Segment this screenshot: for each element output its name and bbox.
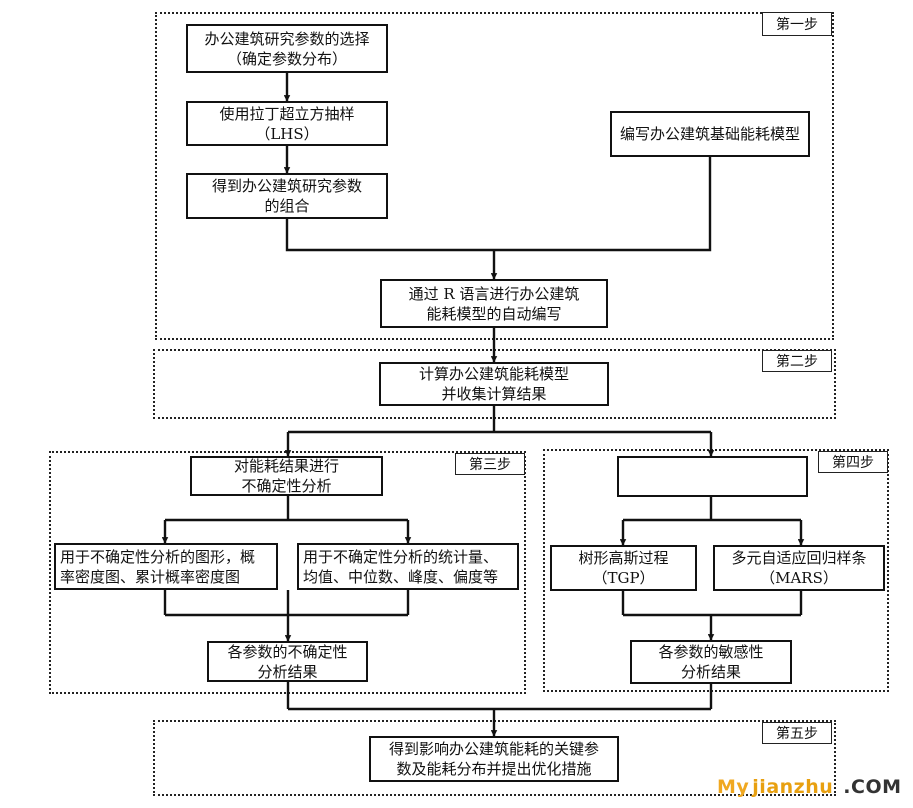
stats-line1: 用于不确定性分析的统计量、 — [303, 547, 499, 566]
mars-line2: （MARS） — [760, 569, 838, 587]
uncertainty-result-box: 各参数的不确定性 分析结果 — [207, 641, 368, 682]
lhs-box: 使用拉丁超立方抽样 （LHS） — [186, 101, 388, 146]
final-box: 得到影响办公建筑能耗的关键参 数及能耗分布并提出优化措施 — [369, 736, 619, 782]
line-basemodel-merge — [494, 157, 712, 252]
step5-tag: 第五步 — [762, 722, 832, 744]
r-auto-box: 通过 R 语言进行办公建筑 能耗模型的自动编写 — [380, 279, 608, 328]
uncertainty-line2: 不确定性分析 — [241, 477, 332, 495]
stats-box: 用于不确定性分析的统计量、 均值、中位数、峰度、偏度等 — [297, 543, 519, 590]
sensitivity-blank-box — [617, 456, 808, 497]
step1-tag: 第一步 — [762, 12, 832, 36]
lhs-line2: （LHS） — [255, 124, 319, 143]
watermark-part2: jianzhu — [752, 776, 834, 798]
param-select-line1: 办公建筑研究参数的选择 — [204, 29, 370, 48]
compute-line2: 并收集计算结果 — [441, 385, 547, 403]
uncertainty-result-line2: 分析结果 — [257, 662, 318, 681]
param-select-box: 办公建筑研究参数的选择 （确定参数分布） — [186, 24, 388, 73]
mars-line1: 多元自适应回归样条 — [731, 549, 867, 567]
line-combo-merge — [285, 219, 494, 252]
final-line1: 得到影响办公建筑能耗的关键参 — [388, 740, 599, 758]
uncertainty-box: 对能耗结果进行 不确定性分析 — [190, 456, 383, 496]
step3-tag: 第三步 — [455, 453, 525, 475]
step4-region — [543, 449, 889, 692]
lhs-line1: 使用拉丁超立方抽样 — [219, 104, 355, 123]
param-combo-box: 得到办公建筑研究参数 的组合 — [186, 173, 388, 219]
compute-line1: 计算办公建筑能耗模型 — [418, 365, 569, 383]
param-combo-line1: 得到办公建筑研究参数 — [211, 177, 362, 195]
sensitivity-result-line2: 分析结果 — [680, 663, 741, 681]
compute-box: 计算办公建筑能耗模型 并收集计算结果 — [379, 362, 609, 406]
step4-tag: 第四步 — [818, 451, 888, 473]
mars-box: 多元自适应回归样条 （MARS） — [713, 545, 885, 591]
watermark-part1: My — [717, 776, 750, 798]
r-auto-line2: 能耗模型的自动编写 — [426, 304, 562, 323]
graphs-line2: 率密度图、累计概率密度图 — [60, 567, 241, 586]
base-model-line1: 编写办公建筑基础能耗模型 — [619, 125, 800, 143]
sensitivity-result-line1: 各参数的敏感性 — [658, 643, 764, 661]
param-select-line2: （确定参数分布） — [226, 49, 347, 68]
graphs-box: 用于不确定性分析的图形，概 率密度图、累计概率密度图 — [54, 543, 278, 590]
step2-tag: 第二步 — [762, 350, 832, 372]
graphs-line1: 用于不确定性分析的图形，概 — [60, 547, 256, 566]
base-model-box: 编写办公建筑基础能耗模型 — [610, 111, 810, 157]
uncertainty-result-line1: 各参数的不确定性 — [227, 642, 348, 661]
tgp-box: 树形高斯过程 （TGP） — [550, 545, 697, 591]
tgp-line2: （TGP） — [592, 569, 655, 587]
stats-line2: 均值、中位数、峰度、偏度等 — [303, 567, 499, 586]
uncertainty-line1: 对能耗结果进行 — [233, 457, 339, 475]
tgp-line1: 树形高斯过程 — [578, 549, 669, 567]
sensitivity-result-box: 各参数的敏感性 分析结果 — [630, 640, 792, 684]
final-line2: 数及能耗分布并提出优化措施 — [396, 760, 592, 778]
param-combo-line2: 的组合 — [264, 197, 310, 215]
r-auto-line1: 通过 R 语言进行办公建筑 — [408, 284, 580, 303]
watermark-part3: .COM — [843, 776, 902, 798]
